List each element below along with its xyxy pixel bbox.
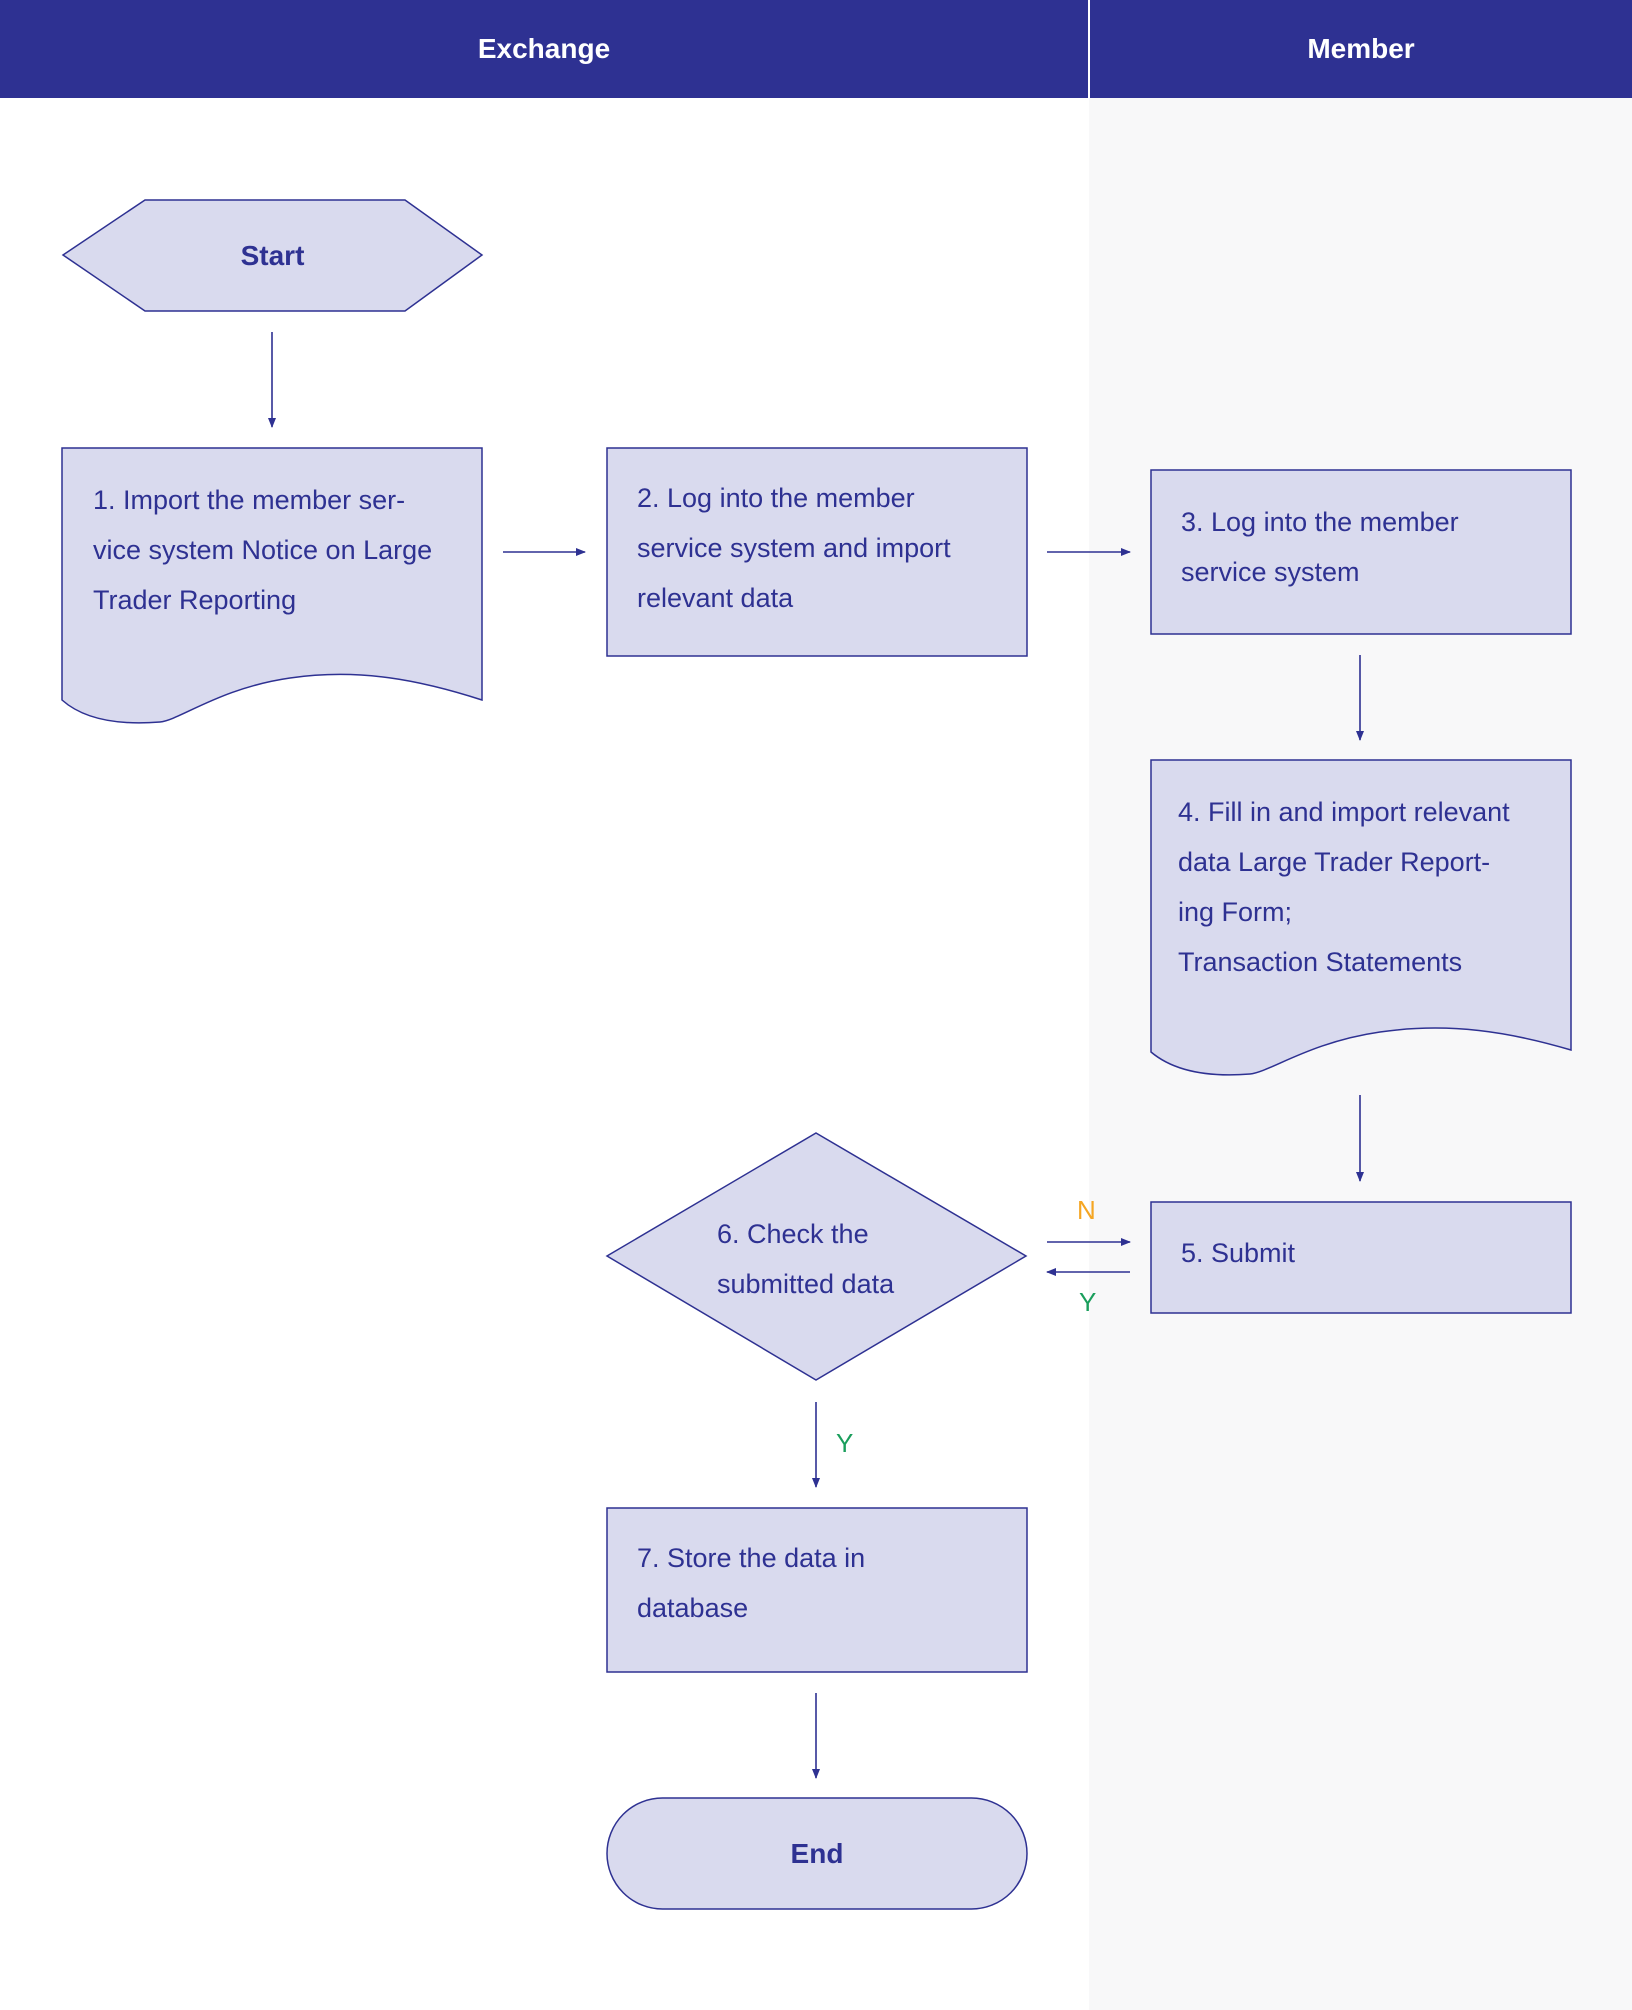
no-branch-label: N [1077,1195,1096,1225]
step1-label-line: 1. Import the member ser- [93,485,406,515]
step4-label-line: ing Form; [1178,897,1293,927]
exchange-lane-header: Exchange [0,0,1088,98]
step7-label-line: 7. Store the data in [637,1543,866,1573]
start-label: Start [240,239,305,271]
step6-label-line: 6. Check the [717,1219,869,1249]
step3-label: 3. Log into the member service system [1181,497,1561,597]
step2-label-line: relevant data [637,583,794,613]
end-label: End [790,1837,844,1869]
step4-node [1150,759,1572,1076]
step1-label-line: vice system Notice on Large [93,535,433,565]
start-node [61,199,484,312]
step1-label: 1. Import the member ser- vice system No… [93,475,473,625]
step6-node [605,1132,1028,1381]
yes-branch-label: Y [1079,1287,1097,1317]
step3-node [1150,469,1572,635]
step3-label-line: 3. Log into the member [1181,507,1459,537]
yes-down-label: Y [836,1428,854,1458]
step5-label: 5. Submit [1181,1238,1296,1268]
step2-label: 2. Log into the member service system an… [637,473,1017,623]
step6-label-line: submitted data [717,1269,895,1299]
step5-node [1150,1201,1572,1314]
step4-label: 4. Fill in and import relevant data Larg… [1178,787,1568,987]
step4-label-line: Transaction Statements [1178,947,1463,977]
step1-node [61,447,483,724]
step2-node [606,447,1028,657]
step2-label-line: service system and import [637,533,951,563]
member-lane-header: Member [1090,0,1632,98]
exchange-lane [0,98,1088,2010]
step7-label-line: database [637,1593,749,1623]
step1-label-line: Trader Reporting [93,585,297,615]
step3-label-line: service system [1181,557,1360,587]
step6-label: 6. Check the submitted data [717,1209,957,1309]
step7-label: 7. Store the data in database [637,1533,1017,1633]
end-node [606,1797,1028,1910]
step7-node [606,1507,1028,1673]
step4-label-line: data Large Trader Report- [1178,847,1491,877]
step2-label-line: 2. Log into the member [637,483,915,513]
step4-label-line: 4. Fill in and import relevant [1178,797,1510,827]
